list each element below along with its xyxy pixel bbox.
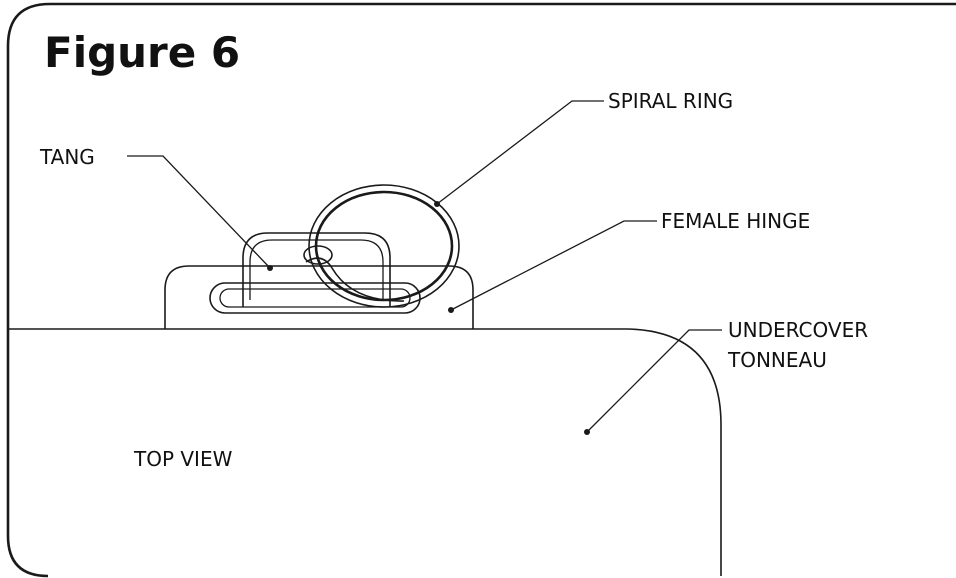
spiral-ring-loop xyxy=(305,257,405,302)
hinge-slot-inner xyxy=(219,288,411,308)
tonneau-label: TONNEAU xyxy=(727,348,827,372)
figure-title: Figure 6 xyxy=(44,28,240,77)
top-view-label: TOP VIEW xyxy=(133,447,233,471)
female-hinge-body xyxy=(164,265,474,329)
female-hinge-leader xyxy=(450,220,657,311)
figure-frame xyxy=(6,2,956,578)
spiral-ring-outer xyxy=(308,184,460,308)
leader-lines xyxy=(127,100,722,435)
undercover-label: UNDERCOVER xyxy=(728,318,868,342)
undercover-tonneau-leader xyxy=(586,329,722,433)
hinge-slot-outer xyxy=(209,282,421,314)
tang-hole xyxy=(303,245,333,265)
spiral-ring-leader xyxy=(436,100,604,205)
undercover-tonneau-leader-dot xyxy=(584,429,590,435)
tang-label: TANG xyxy=(39,145,95,169)
tonneau-cover-outline xyxy=(8,328,722,576)
spiral-ring-leader-dot xyxy=(434,201,440,207)
tang-leader-dot xyxy=(267,265,273,271)
female-hinge-leader-dot xyxy=(448,307,454,313)
spiral-ring-label: SPIRAL RING xyxy=(608,89,733,113)
tang-leader xyxy=(127,155,271,269)
female-hinge-label: FEMALE HINGE xyxy=(661,209,810,233)
